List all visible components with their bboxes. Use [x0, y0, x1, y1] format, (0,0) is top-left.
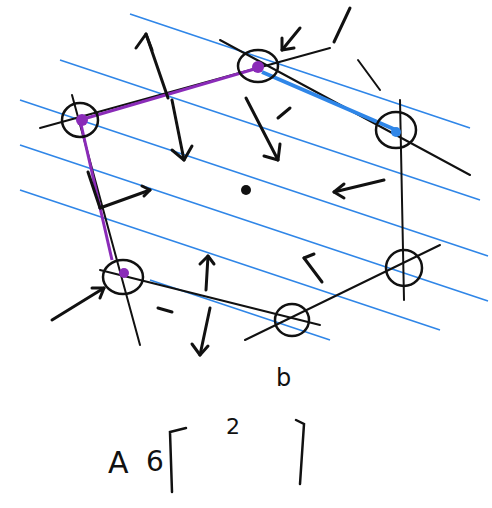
vertex-circles: [62, 50, 422, 336]
handwritten-label: b: [276, 366, 291, 390]
hexagon-edges: [40, 40, 470, 345]
center-dot: [241, 185, 251, 195]
vertex-marks: [76, 61, 264, 278]
vertex-mark: [391, 127, 401, 137]
handwritten-label: 2: [226, 416, 240, 438]
highlighted-edge: [262, 72, 396, 130]
handwritten-label: A: [108, 448, 129, 478]
normal-arrows: [52, 8, 384, 355]
parallel-lines: [20, 14, 488, 340]
handwritten-label: 6: [146, 448, 164, 476]
